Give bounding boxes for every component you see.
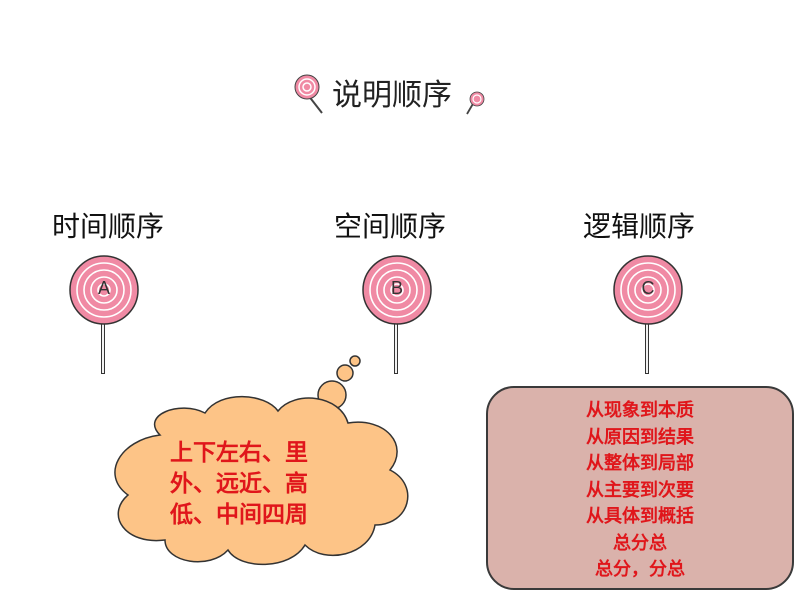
category-time: 时间顺序: [52, 210, 165, 243]
thought-cloud-shape: [114, 355, 409, 566]
logic-order-list: 从现象到本质 从原因到结果 从整体到局部 从主要到次要 从具体到概括 总分总 总…: [486, 398, 794, 584]
logic-order-box: [486, 386, 794, 590]
lollipop-c-label: C: [641, 278, 655, 298]
category-space: 空间顺序: [334, 210, 447, 243]
cloud-text: 上下左右、里 外、远近、高 低、中间四周: [170, 438, 350, 531]
list-item: 从主要到次要: [586, 479, 694, 501]
lollipop-stick-c: [645, 318, 649, 374]
lollipop-icon-left: [294, 74, 323, 114]
list-item: 从现象到本质: [586, 400, 694, 421]
lollipop-b-label: B: [390, 278, 403, 298]
cloud-line: 上下左右、里: [170, 440, 308, 466]
page-title: 说明顺序: [332, 78, 452, 113]
list-item: 总分，分总: [595, 559, 685, 580]
cloud-line: 低、中间四周: [170, 502, 308, 528]
category-logic: 逻辑顺序: [583, 210, 696, 243]
list-item: 总分总: [613, 532, 667, 554]
lollipop-icon-right: [466, 91, 485, 115]
cloud-line: 外、远近、高: [170, 471, 308, 497]
lollipop-a-label: A: [97, 278, 110, 298]
lollipop-a-icon: [69, 255, 139, 325]
list-item: 从原因到结果: [586, 426, 694, 448]
list-item: 从整体到局部: [586, 453, 694, 474]
lollipop-b-icon: [362, 255, 432, 325]
lollipop-c-icon: [613, 255, 683, 325]
list-item: 从具体到概括: [586, 506, 694, 527]
